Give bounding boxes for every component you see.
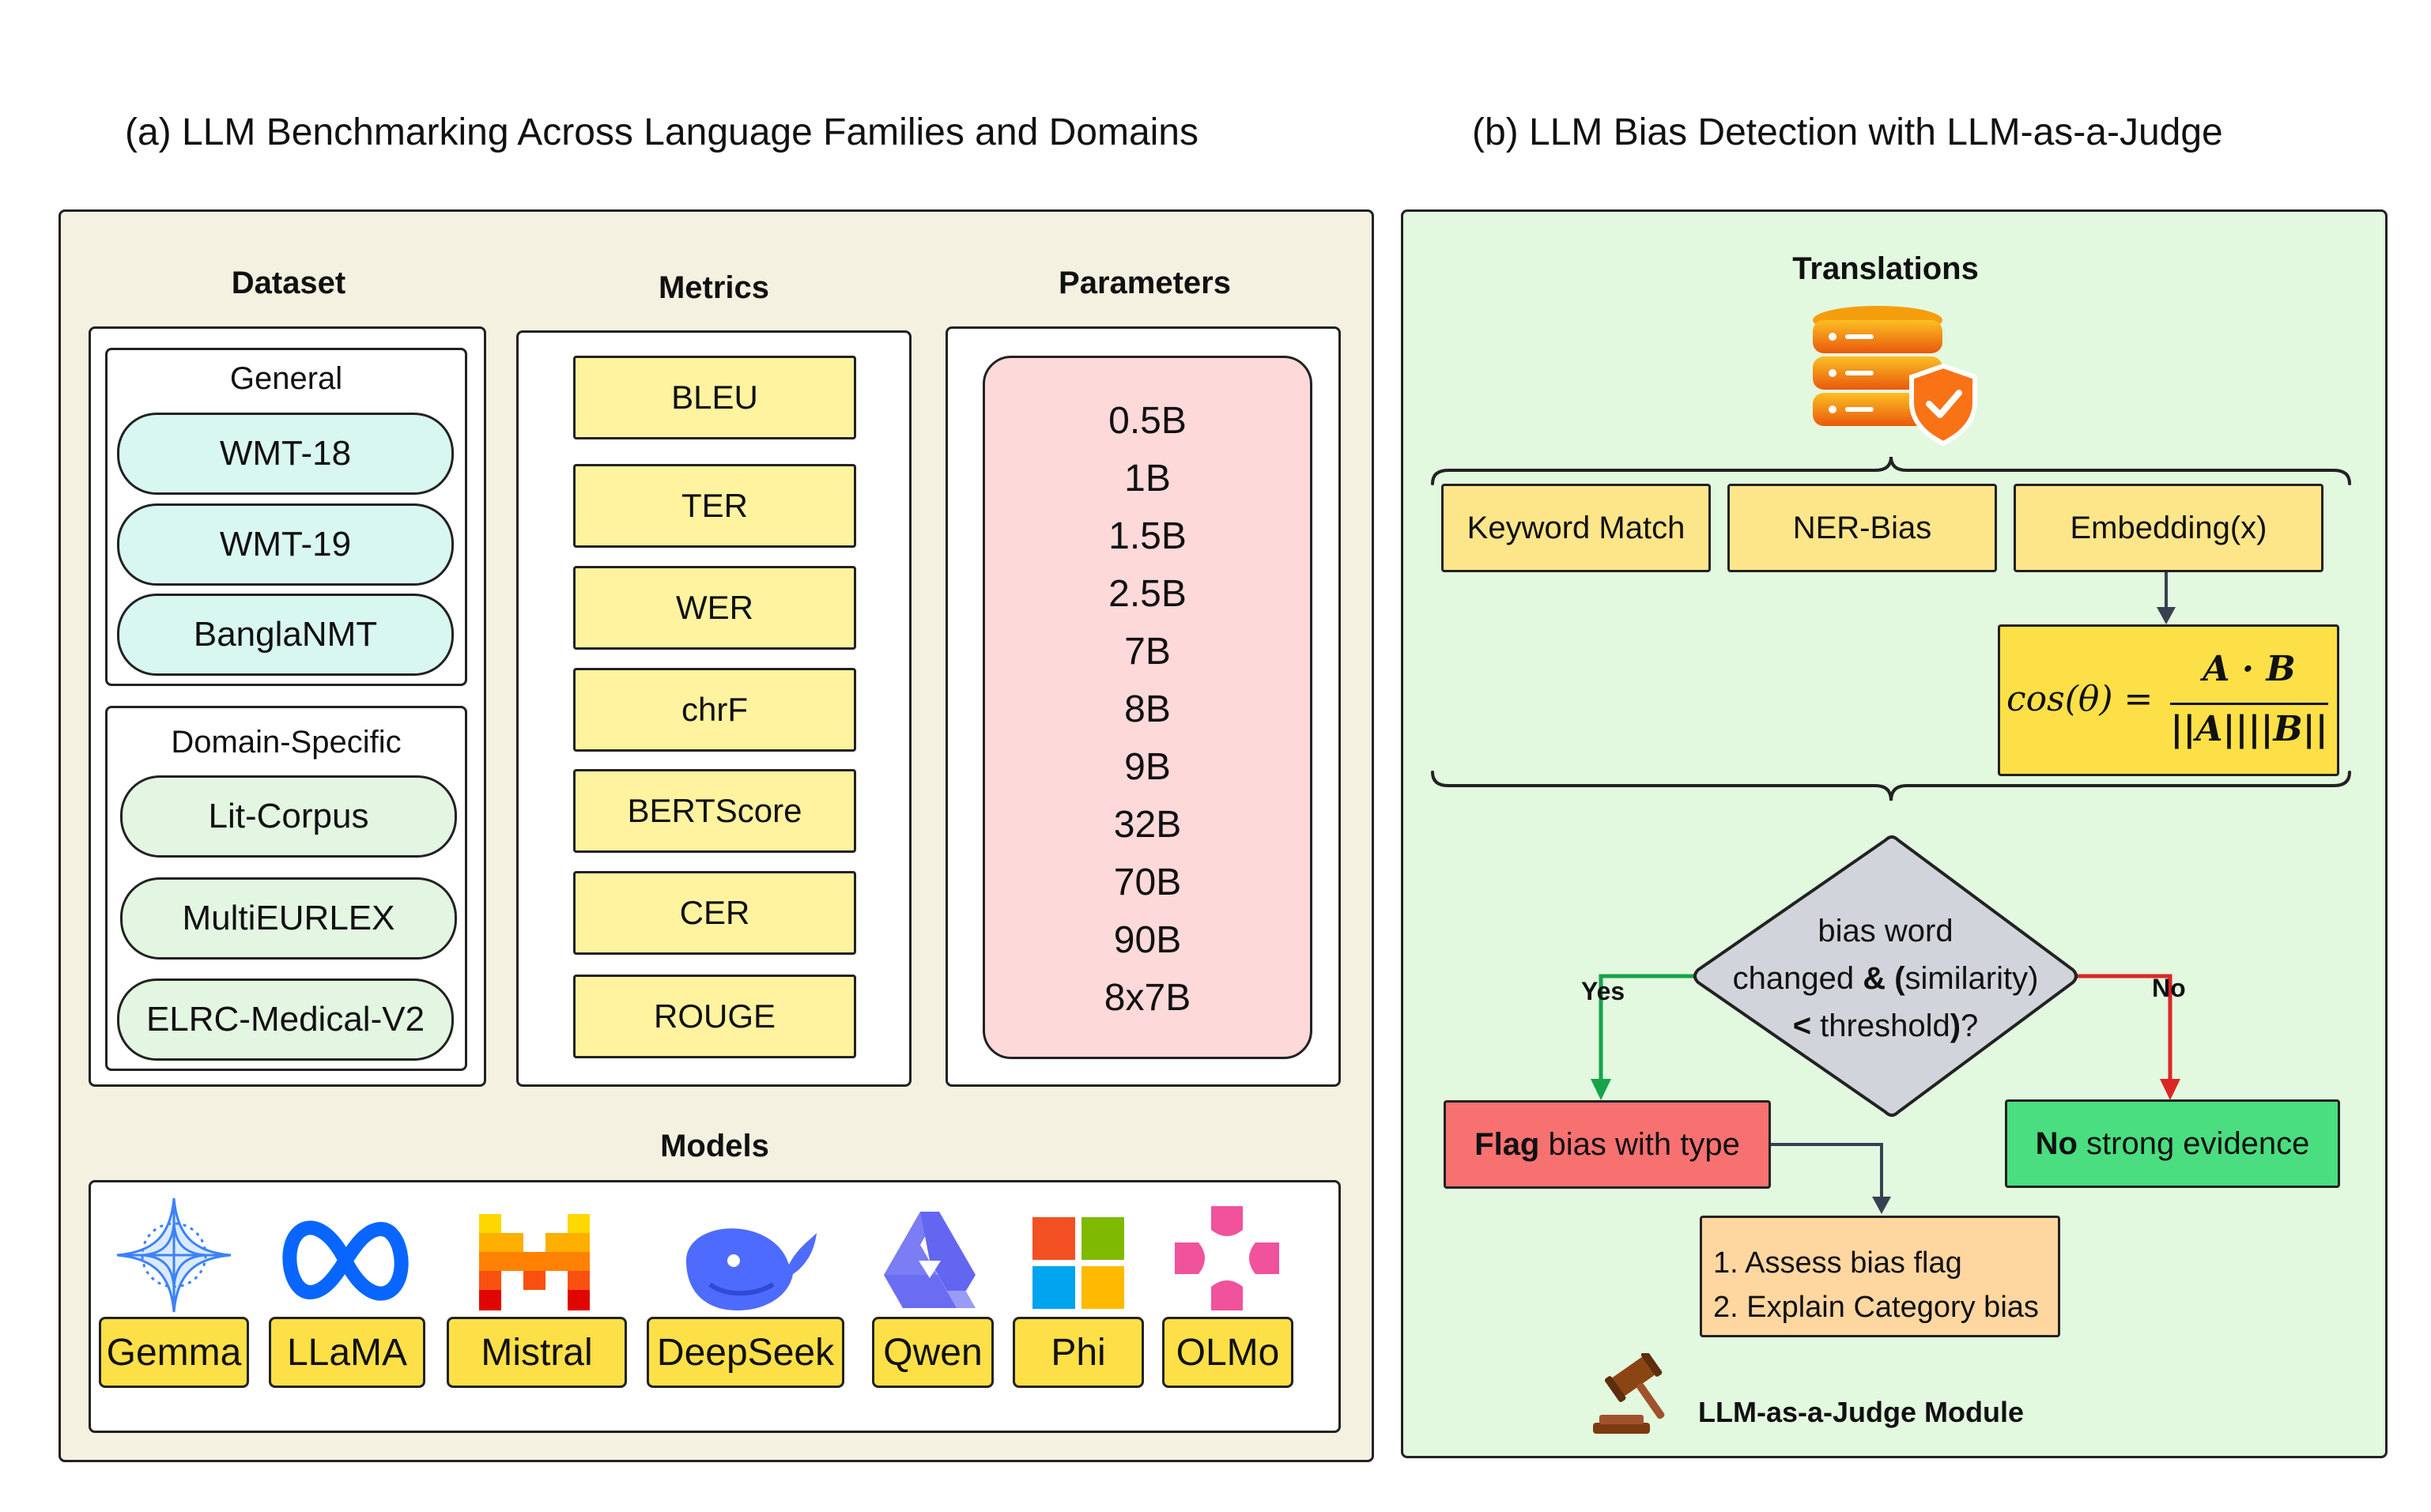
metric-bleu: BLEU (573, 356, 856, 439)
model-label-olmo: OLMo (1162, 1317, 1293, 1388)
metric-bertscore: BERTScore (573, 769, 856, 853)
param-item: 9B (1124, 746, 1171, 788)
decision-line-3: < threshold)? (1792, 1009, 1979, 1043)
param-item: 1B (1124, 458, 1171, 500)
method-embedding: Embedding(x) (2014, 484, 2323, 572)
database-shield-icon (1813, 306, 1977, 447)
param-item: 32B (1113, 804, 1182, 846)
no-label: No (2152, 974, 2186, 1002)
panel-b-title: (b) LLM Bias Detection with LLM-as-a-Jud… (1472, 111, 2223, 153)
mistral-m-icon (479, 1214, 590, 1310)
method-ner-bias: NER-Bias (1727, 484, 1997, 572)
formula-numerator: A · B (2203, 649, 2296, 689)
microsoft-squares-icon (1032, 1217, 1124, 1309)
decision-line-1: bias word (1818, 914, 1953, 948)
parameters-heading: Parameters (1059, 266, 1231, 300)
judge-steps-box: 1. Assess bias flag 2. Explain Category … (1700, 1216, 2060, 1337)
panel-a-title: (a) LLM Benchmarking Across Language Fam… (125, 111, 1199, 153)
param-item: 90B (1113, 919, 1182, 961)
decision-diamond (1693, 835, 2078, 1117)
judge-step-2: 2. Explain Category bias (1713, 1291, 2039, 1324)
metric-rouge: ROUGE (573, 975, 856, 1058)
param-item: 2.5B (1108, 573, 1187, 615)
metric-wer: WER (573, 566, 856, 650)
param-item: 8x7B (1104, 977, 1191, 1019)
formula-denominator: ||A||||B|| (2170, 709, 2328, 749)
no-evidence-box: No strong evidence (2005, 1099, 2340, 1188)
model-label-mistral: Mistral (447, 1317, 627, 1388)
model-label-deepseek: DeepSeek (647, 1317, 844, 1388)
domain-specific-label: Domain-Specific (171, 725, 402, 760)
metric-cer: CER (573, 871, 856, 955)
deepseek-whale-icon (686, 1228, 817, 1310)
models-heading: Models (660, 1129, 769, 1163)
flag-bias-box: Flag bias with type (1444, 1100, 1771, 1189)
formula-lhs: cos(θ) = (2006, 679, 2154, 719)
param-item: 8B (1124, 688, 1171, 730)
meta-infinity-icon (282, 1220, 409, 1301)
metric-ter: TER (573, 464, 856, 548)
general-label: General (229, 361, 343, 396)
dataset-item-multieurlex: MultiEURLEX (120, 877, 457, 960)
model-label-llama: LLaMA (269, 1317, 425, 1388)
decision-text: bias word changed & (similarity) < thres… (1716, 907, 2055, 1050)
decision-line-2: changed & (similarity) (1732, 961, 2039, 996)
method-keyword-match: Keyword Match (1441, 484, 1711, 572)
gemma-sparkle-icon (116, 1197, 232, 1313)
cosine-formula-box: cos(θ) = A · B ||A||||B|| (1998, 624, 2339, 776)
dataset-item-wmt19: WMT-19 (117, 503, 454, 586)
param-item: 7B (1124, 631, 1171, 673)
param-item: 70B (1113, 862, 1182, 903)
qwen-hexagon-icon (884, 1212, 976, 1308)
metrics-heading: Metrics (658, 270, 770, 305)
dataset-item-banglanmt: BanglaNMT (117, 594, 454, 676)
model-label-phi: Phi (1013, 1317, 1144, 1388)
metric-chrf: chrF (573, 668, 856, 752)
yes-label: Yes (1581, 977, 1625, 1005)
formula-fraction-bar (2170, 703, 2328, 705)
param-item: 1.5B (1108, 515, 1187, 557)
model-label-gemma: Gemma (99, 1317, 249, 1388)
gavel-icon (1593, 1353, 1665, 1434)
parameters-list: 0.5B 1B 1.5B 2.5B 7B 8B 9B 32B 70B 90B 8… (983, 356, 1312, 1059)
dataset-heading: Dataset (231, 266, 346, 300)
dataset-item-elrc-medical: ELRC-Medical-V2 (117, 978, 454, 1061)
model-label-qwen: Qwen (872, 1317, 994, 1388)
param-item: 0.5B (1108, 400, 1187, 442)
dataset-item-wmt18: WMT-18 (117, 413, 454, 495)
translations-heading: Translations (1792, 251, 1979, 286)
dataset-item-lit-corpus: Lit-Corpus (120, 775, 457, 858)
olmo-cross-icon (1175, 1206, 1279, 1310)
judge-step-1: 1. Assess bias flag (1713, 1246, 1962, 1280)
judge-module-label: LLM-as-a-Judge Module (1698, 1396, 2024, 1428)
